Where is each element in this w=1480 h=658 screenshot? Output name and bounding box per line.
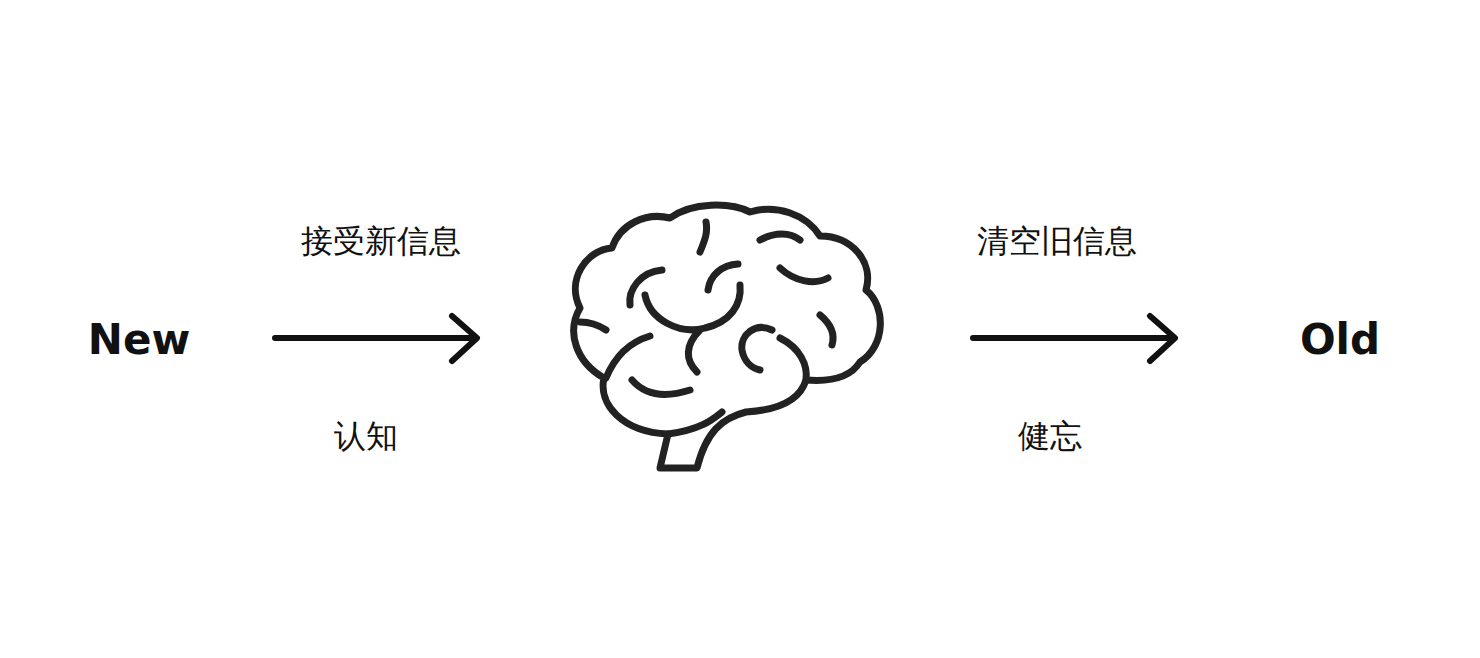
arrow-label: 清空旧信息 xyxy=(977,222,1137,260)
input-label: New xyxy=(88,315,190,365)
arrow-left xyxy=(275,316,477,361)
arrow-label: 接受新信息 xyxy=(301,222,461,260)
arrow-right xyxy=(973,316,1175,361)
arrow-label: 认知 xyxy=(334,417,398,455)
output-label: Old xyxy=(1300,315,1380,365)
brain-icon xyxy=(574,205,881,468)
arrow-label: 健忘 xyxy=(1018,417,1082,455)
